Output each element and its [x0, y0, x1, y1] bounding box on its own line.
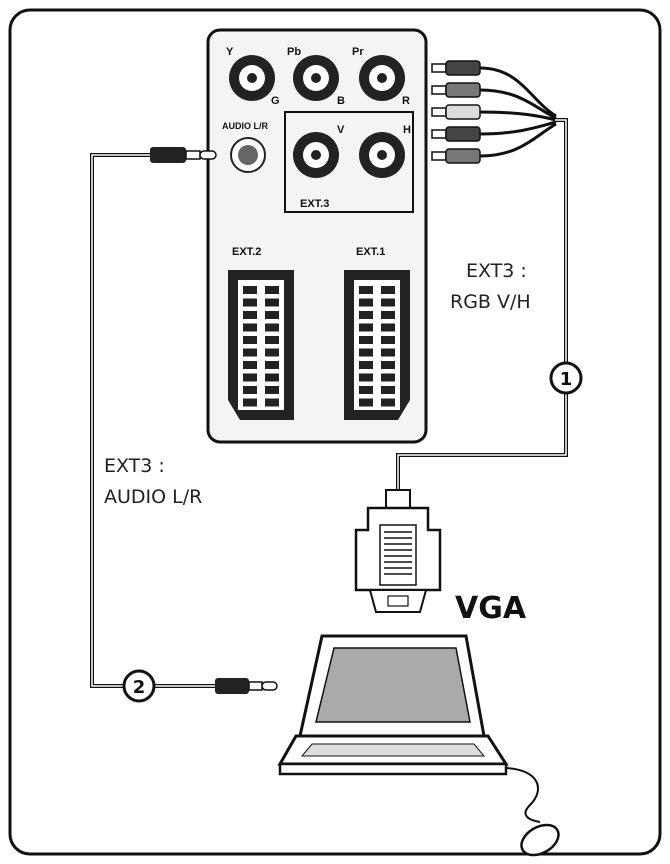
svg-text:2: 2 — [133, 677, 146, 698]
vga-connector — [354, 489, 442, 613]
audio-plug-top — [150, 147, 217, 163]
scart-pin — [265, 311, 279, 319]
scart-pin — [359, 398, 373, 407]
scart-pin — [381, 386, 395, 394]
scart-pin — [359, 373, 373, 382]
svg-text:1: 1 — [560, 369, 573, 390]
jack-label-r: R — [402, 95, 410, 107]
rca-plug — [431, 82, 481, 98]
jack-pr[interactable] — [359, 55, 405, 101]
jack-label-h: H — [403, 124, 411, 136]
scart-pin — [265, 398, 279, 407]
jack-label-v: V — [337, 124, 345, 136]
scart-pin — [243, 348, 257, 357]
cable-number-1: 1 — [549, 361, 583, 395]
jack-label-y: Y — [226, 46, 234, 58]
scart-pin — [265, 373, 279, 382]
jack-label-pb: Pb — [287, 46, 301, 58]
scart-pin — [381, 336, 395, 344]
scart-pin — [381, 348, 395, 357]
rca-plug — [431, 126, 481, 142]
rca-plugs — [431, 60, 481, 164]
scart-pin — [265, 298, 279, 307]
scart-ext1[interactable] — [344, 270, 410, 420]
ext1-label: EXT.1 — [356, 246, 385, 258]
scart-pin — [243, 311, 257, 319]
scart-pin — [359, 323, 373, 332]
rgb-cable — [396, 66, 568, 490]
audio-jack-label: AUDIO L/R — [222, 121, 268, 131]
scart-pin — [359, 336, 373, 344]
jack-v[interactable] — [293, 132, 339, 178]
audio-jack[interactable] — [230, 137, 266, 173]
jack-label-b: B — [337, 95, 345, 107]
jack-h[interactable] — [359, 132, 405, 178]
rca-plug — [431, 104, 481, 120]
scart-pin — [381, 286, 395, 294]
jack-pb[interactable] — [293, 55, 339, 101]
ext2-label: EXT.2 — [232, 246, 261, 258]
scart-pin — [359, 311, 373, 319]
ext3-label: EXT.3 — [300, 198, 329, 210]
scart-pin — [381, 361, 395, 369]
audio-label-line2: AUDIO L/R — [104, 486, 202, 508]
jack-label-g: G — [271, 95, 280, 107]
rgb-label-line2: RGB V/H — [450, 291, 531, 313]
scart-pin — [243, 398, 257, 407]
laptop-icon — [277, 634, 541, 823]
scart-pin — [243, 386, 257, 394]
scart-pin — [243, 361, 257, 369]
jack-label-pr: Pr — [352, 46, 364, 58]
scart-pin — [243, 323, 257, 332]
scart-pin — [381, 398, 395, 407]
rca-plug — [431, 148, 481, 164]
cable-number-2: 2 — [122, 669, 156, 703]
rca-plug — [431, 60, 481, 76]
scart-ext2[interactable] — [228, 270, 294, 420]
scart-pin — [359, 361, 373, 369]
scart-pin — [381, 373, 395, 382]
tv-connector-panel: Y Pb Pr G B R V H AUDIO L/R EXT.3 EXT.2 … — [206, 28, 428, 444]
scart-pin — [381, 311, 395, 319]
scart-pin — [381, 323, 395, 332]
scart-pin — [359, 286, 373, 294]
scart-pin — [265, 348, 279, 357]
scart-pin — [359, 348, 373, 357]
scart-pin — [265, 386, 279, 394]
scart-pin — [243, 336, 257, 344]
rgb-label-line1: EXT3 : — [466, 260, 527, 282]
scart-pin — [359, 298, 373, 307]
scart-pin — [243, 286, 257, 294]
audio-plug-bottom — [215, 678, 278, 694]
jack-y[interactable] — [229, 55, 275, 101]
mouse-icon — [520, 823, 560, 857]
scart-pin — [265, 361, 279, 369]
scart-pin — [265, 323, 279, 332]
vga-label: VGA — [455, 591, 527, 626]
scart-pin — [381, 298, 395, 307]
scart-pin — [359, 386, 373, 394]
scart-pin — [265, 286, 279, 294]
scart-pin — [243, 373, 257, 382]
ext3-box — [284, 111, 414, 213]
scart-pin — [243, 298, 257, 307]
audio-label-line1: EXT3 : — [104, 455, 165, 477]
scart-pin — [265, 336, 279, 344]
